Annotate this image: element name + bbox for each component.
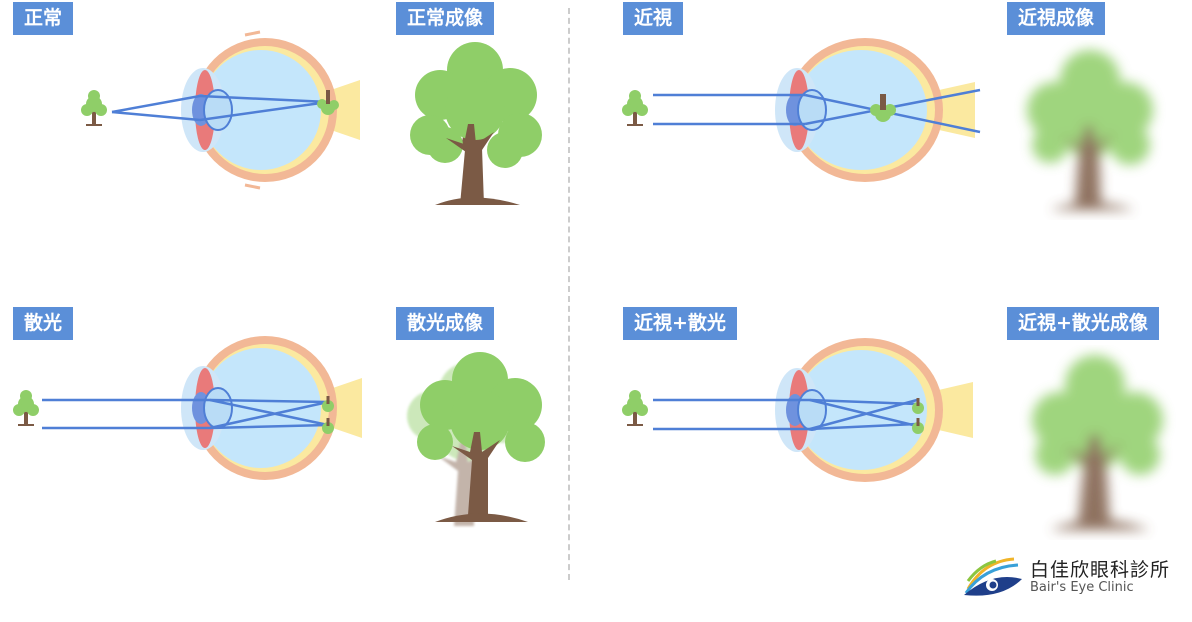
focus-point-tree — [870, 94, 896, 122]
myopia-astigmatism-result-tree — [1032, 355, 1163, 530]
small-tree-icon — [622, 90, 648, 126]
clinic-name-zh: 白佳欣眼科診所 — [1030, 559, 1171, 581]
eyeball — [775, 38, 975, 182]
myopia-astigmatism-eye-diagram — [622, 338, 973, 482]
label-myopia-image: 近視成像 — [1007, 2, 1106, 35]
astigmatism-eye-diagram — [13, 336, 362, 480]
label-astigmatism: 散光 — [13, 307, 74, 340]
eyeball — [181, 30, 360, 190]
small-tree-icon — [13, 390, 39, 426]
label-myopia: 近視 — [623, 2, 684, 35]
light-rays — [42, 398, 329, 430]
small-tree-icon — [81, 90, 107, 126]
label-myopia-astigmatism: 近視+散光 — [623, 307, 737, 340]
center-divider — [568, 8, 570, 580]
focus-tree-bottom — [912, 418, 924, 434]
light-rays — [653, 398, 918, 431]
eye-logo-icon — [964, 557, 1022, 596]
tree-image — [417, 352, 545, 522]
myopia-result-tree — [1027, 50, 1153, 210]
label-astigmatism-image: 散光成像 — [396, 307, 495, 340]
myopia-eye-diagram — [622, 38, 981, 182]
label-normal-image: 正常成像 — [396, 2, 495, 35]
retina-image-tree-top — [322, 396, 334, 412]
clinic-name-en: Bair's Eye Clinic — [1030, 580, 1134, 595]
heavily-blurred-tree-image — [1032, 355, 1163, 530]
small-tree-icon — [622, 390, 648, 426]
astigmatism-result-tree — [407, 352, 545, 526]
retina-image-tree — [317, 90, 339, 115]
retina-image-tree-bottom — [322, 418, 334, 434]
normal-result-tree — [410, 42, 542, 205]
focus-tree-top — [912, 398, 924, 414]
light-rays — [111, 94, 329, 122]
label-myopia-astigmatism-image: 近視+散光成像 — [1007, 307, 1159, 340]
normal-eye-diagram — [81, 30, 360, 190]
eyeball — [181, 336, 362, 480]
blurred-tree-image — [1027, 50, 1153, 210]
tree-image — [410, 42, 542, 205]
label-normal: 正常 — [13, 2, 74, 35]
eyeball — [775, 338, 973, 482]
clinic-logo: 白佳欣眼科診所 Bair's Eye Clinic — [962, 553, 1182, 601]
